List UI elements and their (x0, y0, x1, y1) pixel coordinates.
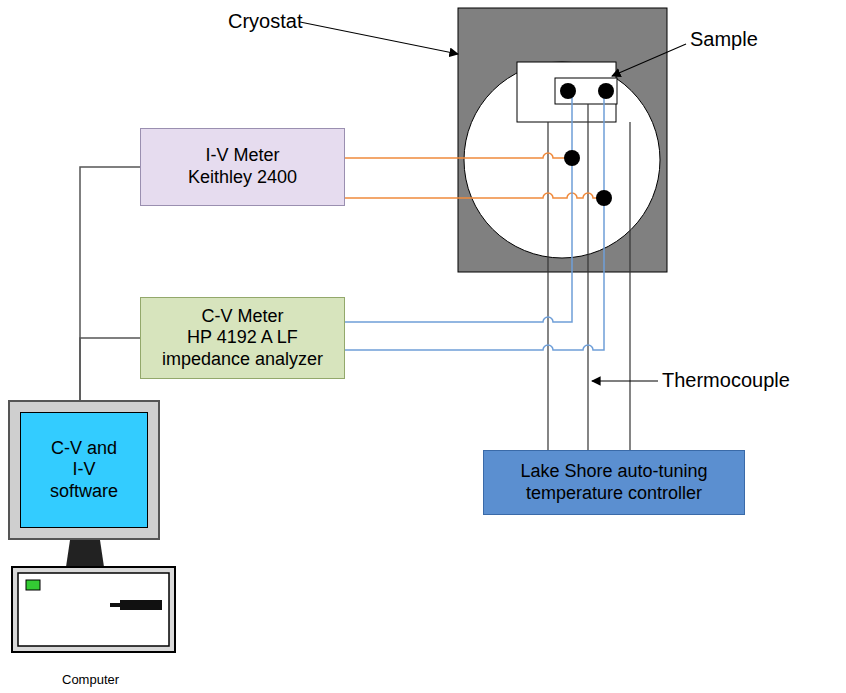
thermocouple-wires (548, 104, 630, 450)
computer-monitor: C-V and I-V software (8, 400, 160, 540)
leader-arrows (300, 22, 686, 381)
power-led (26, 580, 40, 590)
node-text: Lake Shore auto-tuning temperature contr… (494, 461, 734, 504)
sample-label: Sample (690, 28, 758, 51)
sample (555, 78, 617, 104)
cv-wires (345, 91, 604, 350)
bus-connector (80, 167, 140, 400)
monitor-screen: C-V and I-V software (20, 412, 148, 528)
monitor-stand (66, 540, 104, 567)
sample-holder (517, 62, 616, 122)
computer-label: Computer (62, 672, 119, 687)
cryostat-label: Cryostat (228, 10, 302, 33)
node-text: C-V and I-V software (44, 438, 124, 503)
node-text: HP 4192 A LF impedance analyzer (149, 327, 336, 370)
node-text: C-V Meter (201, 306, 283, 328)
node-text: I-V Meter (205, 145, 279, 167)
iv-meter-box: I-V MeterKeithley 2400 (140, 128, 345, 206)
node-text: Keithley 2400 (188, 167, 297, 189)
drive-button (110, 603, 122, 607)
drive-slot (120, 600, 162, 610)
bus-connector (80, 338, 140, 400)
temperature-controller-box: Lake Shore auto-tuning temperature contr… (483, 450, 745, 515)
cryostat-housing (458, 8, 667, 272)
contact-dots (560, 83, 614, 206)
cv-meter-box: C-V MeterHP 4192 A LF impedance analyzer (140, 297, 345, 379)
computer-case (12, 567, 175, 652)
thermocouple-label: Thermocouple (662, 369, 790, 392)
computer-front (18, 573, 169, 646)
